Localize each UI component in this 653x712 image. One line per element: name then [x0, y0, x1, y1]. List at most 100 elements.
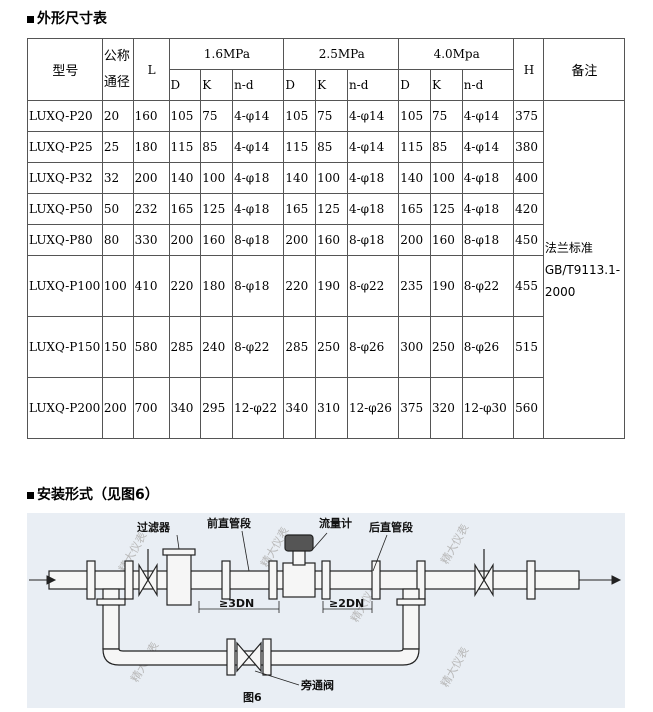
flange — [262, 638, 272, 676]
subheader-D: D — [398, 69, 432, 101]
cell-L: 200 — [132, 162, 170, 194]
cell-d2: 285 — [283, 316, 317, 378]
cell-H: 515 — [513, 316, 544, 378]
cell-n1: 4-φ18 — [232, 162, 285, 194]
cell-dn: 20 — [101, 100, 134, 132]
cell-model: LUXQ-P100 — [27, 255, 103, 317]
cell-dn: 80 — [101, 224, 134, 256]
main-pipeline — [48, 534, 580, 676]
section-title-text: 外形尺寸表 — [37, 11, 107, 27]
cell-H: 420 — [513, 193, 544, 225]
filter-body — [166, 552, 192, 606]
leader-line — [241, 530, 250, 572]
label-bypass-valve: 旁通阀 — [300, 678, 334, 692]
cell-L: 700 — [132, 377, 170, 439]
cell-n3: 8-φ18 — [461, 224, 515, 256]
subheader-K: K — [430, 69, 463, 101]
cell-model: LUXQ-P32 — [27, 162, 103, 194]
cell-model: LUXQ-P150 — [27, 316, 103, 378]
cell-n2: 4-φ18 — [346, 193, 400, 225]
cell-model: LUXQ-P25 — [27, 131, 103, 163]
cell-k1: 180 — [200, 255, 234, 317]
cell-n2: 4-φ14 — [346, 131, 400, 163]
cell-k3: 75 — [430, 100, 463, 132]
cell-L: 580 — [132, 316, 170, 378]
header-pressure-3: 4.0Mpa — [398, 38, 515, 70]
cell-k2: 85 — [315, 131, 348, 163]
cell-n1: 12-φ22 — [232, 377, 285, 439]
figure-caption: 图6 — [243, 691, 262, 704]
cell-model: LUXQ-P20 — [27, 100, 103, 132]
cell-n2: 8-φ26 — [346, 316, 400, 378]
square-bullet-icon — [27, 15, 34, 23]
flange — [221, 560, 231, 600]
cell-k2: 310 — [315, 377, 348, 439]
subheader-D: D — [168, 69, 202, 101]
cell-d3: 105 — [398, 100, 432, 132]
cell-k2: 160 — [315, 224, 348, 256]
bypass-leg-right — [402, 588, 420, 650]
leader-line — [312, 532, 328, 550]
cell-n3: 4-φ14 — [461, 131, 515, 163]
flange — [526, 560, 536, 600]
cell-model: LUXQ-P50 — [27, 193, 103, 225]
cell-d2: 340 — [283, 377, 317, 439]
cell-n3: 8-φ26 — [461, 316, 515, 378]
cell-H: 400 — [513, 162, 544, 194]
section-title-installation: 安装形式（见图6） — [27, 484, 159, 504]
cell-k3: 85 — [430, 131, 463, 163]
cell-L: 232 — [132, 193, 170, 225]
cell-L: 330 — [132, 224, 170, 256]
cell-dn: 200 — [101, 377, 134, 439]
bypass-leg-left — [102, 588, 120, 650]
cell-d3: 140 — [398, 162, 432, 194]
cell-d1: 115 — [168, 131, 202, 163]
cell-d3: 115 — [398, 131, 432, 163]
flange — [396, 598, 426, 606]
cell-k3: 125 — [430, 193, 463, 225]
cell-note: 法兰标准GB/T9113.1-2000 — [542, 100, 626, 439]
header-model: 型号 — [27, 38, 103, 101]
header-pressure-2: 2.5MPa — [283, 38, 400, 70]
cell-k1: 85 — [200, 131, 234, 163]
cell-n1: 4-φ18 — [232, 193, 285, 225]
cell-H: 375 — [513, 100, 544, 132]
cell-n2: 8-φ18 — [346, 224, 400, 256]
cell-k1: 100 — [200, 162, 234, 194]
table-subheader-row: D K n-d D K n-d D K n-d — [28, 69, 625, 101]
section-title-dimensions: 外形尺寸表 — [27, 8, 107, 28]
header-nominal-line1: 公称 — [103, 48, 130, 64]
cell-d1: 200 — [168, 224, 202, 256]
cell-d3: 235 — [398, 255, 432, 317]
flow-arrows — [29, 575, 622, 585]
cell-d1: 340 — [168, 377, 202, 439]
cell-n2: 8-φ22 — [346, 255, 400, 317]
cell-d2: 140 — [283, 162, 317, 194]
flowmeter-body — [282, 562, 316, 598]
cell-k1: 125 — [200, 193, 234, 225]
cell-k3: 250 — [430, 316, 463, 378]
cell-n2: 12-φ26 — [346, 377, 400, 439]
flange — [86, 560, 96, 600]
cell-d3: 200 — [398, 224, 432, 256]
cell-k3: 100 — [430, 162, 463, 194]
label-2dn: ≥2DN — [329, 597, 364, 610]
leader-line — [254, 670, 300, 686]
cell-k2: 100 — [315, 162, 348, 194]
flange — [124, 560, 134, 600]
cell-model: LUXQ-P80 — [27, 224, 103, 256]
cell-model: LUXQ-P200 — [27, 377, 103, 439]
cell-k2: 250 — [315, 316, 348, 378]
cell-d1: 285 — [168, 316, 202, 378]
cell-L: 160 — [132, 100, 170, 132]
label-3dn: ≥3DN — [219, 597, 254, 610]
flange — [268, 560, 278, 600]
cell-k3: 190 — [430, 255, 463, 317]
cell-dn: 100 — [101, 255, 134, 317]
dimension-lines — [176, 530, 388, 686]
cell-k2: 125 — [315, 193, 348, 225]
cell-k2: 75 — [315, 100, 348, 132]
